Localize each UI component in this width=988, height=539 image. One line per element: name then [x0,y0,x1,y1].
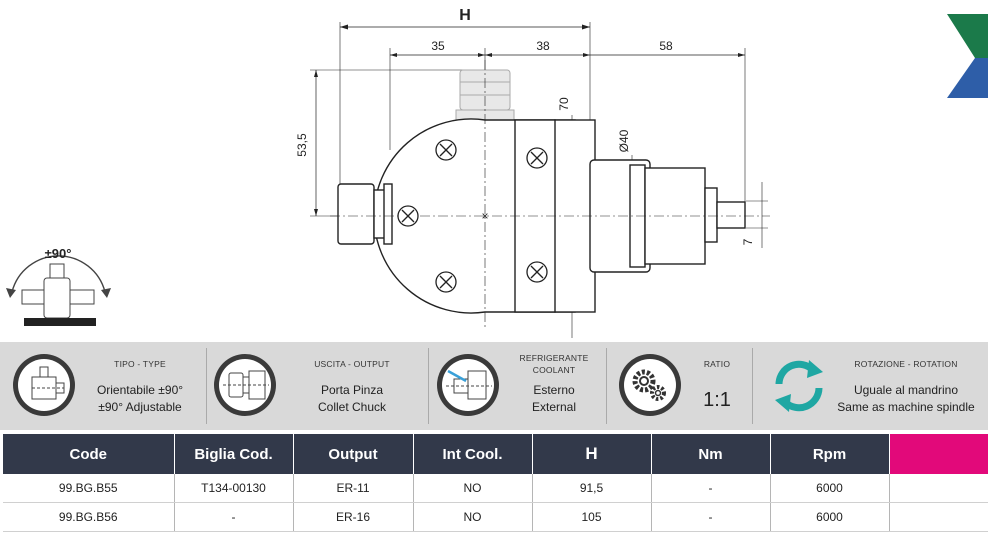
cell-output: ER-11 [293,474,414,503]
feature-coolant-title-2: COOLANT [532,365,576,375]
cell-output: ER-16 [293,502,414,532]
feature-ratio: RATIO 1:1 [607,342,752,430]
technical-drawing: H 35 38 58 53,5 70 Ø40 7 [6,7,988,338]
cell-code: 99.BG.B56 [3,502,175,532]
dimension-row-top: 35 38 58 [389,39,746,210]
feature-output-title: USCITA - OUTPUT [314,359,390,369]
feature-coolant: REFRIGERANTE COOLANT Esterno External [429,342,606,430]
feature-coolant-title-1: REFRIGERANTE [519,353,589,363]
cell-int-cool: NO [413,474,533,503]
rotation-angle-label: ±90° [45,246,72,261]
feature-rotation-value-1: Uguale al mandrino [853,383,959,397]
feature-output-value-2: Collet Chuck [317,400,387,414]
dimension-35-label: 35 [431,39,445,53]
dimension-7-label: 7 [741,238,755,245]
feature-coolant-value-2: External [531,400,577,414]
svg-text:×: × [481,209,488,223]
column-header-nm: Nm [651,434,771,474]
feature-separator [206,348,207,424]
feature-rotation-value-2: Same as machine spindle [837,400,975,414]
cell-biglia-cod: - [174,502,294,532]
rotation-diagram: ±90° [6,246,111,326]
feature-output: USCITA - OUTPUT Porta Pinza Collet Chuck [207,342,428,430]
features-strip: TIPO - TYPE Orientabile ±90° ±90° Adjust… [0,342,988,430]
cell-nm: - [651,474,771,503]
cell-int-cool: NO [413,502,533,532]
top-connector [455,69,515,121]
feature-rotation-title: ROTAZIONE - ROTATION [854,359,958,369]
cell-rpm: 6000 [770,474,890,503]
feature-type-title: TIPO - TYPE [114,359,166,369]
gears-icon [619,354,681,416]
cell-nm: - [651,502,771,532]
table-row: 99.BG.B56 - ER-16 NO 105 - 6000 [3,502,988,532]
dimension-H-label: H [459,7,471,24]
dimension-53-5-label: 53,5 [295,133,309,157]
feature-ratio-title: RATIO [703,359,731,369]
column-header-output: Output [293,434,414,474]
column-header-accent [889,434,988,474]
feature-type-value-1: Orientabile ±90° [96,383,184,397]
dimension-70-label: 70 [557,97,571,111]
feature-ratio-value: 1:1 [703,389,731,411]
dimension-7: 7 [741,182,768,248]
column-header-code: Code [3,434,175,474]
cell-h: 105 [532,502,652,532]
feature-rotation: ROTAZIONE - ROTATION Uguale al mandrino … [753,342,988,430]
cell-biglia-cod: T134-00130 [174,474,294,503]
dimension-53-5: 53,5 [295,69,470,217]
feature-type: TIPO - TYPE Orientabile ±90° ±90° Adjust… [0,342,206,430]
collet-chuck-icon [214,354,276,416]
feature-separator [752,348,753,424]
column-header-biglia-cod: Biglia Cod. [174,434,294,474]
dimension-H: H [339,7,591,190]
dimension-38-label: 38 [536,39,550,53]
column-header-rpm: Rpm [770,434,890,474]
rotation-arrows-icon [775,360,823,412]
cell-rpm: 6000 [770,502,890,532]
feature-type-value-2: ±90° Adjustable [98,400,182,414]
spec-table: Code Biglia Cod. Output Int Cool. H Nm R… [3,434,988,532]
column-header-int-cool: Int Cool. [413,434,533,474]
cell-h: 91,5 [532,474,652,503]
feature-coolant-value-1: Esterno [533,383,575,397]
screws [397,139,548,293]
feature-output-value-1: Porta Pinza [320,383,384,397]
coolant-icon [437,354,499,416]
column-header-h: H [532,434,652,474]
feature-separator [428,348,429,424]
brand-logo [947,14,988,98]
dimension-d40-label: Ø40 [617,129,631,152]
dimension-58-label: 58 [659,39,673,53]
cell-accent [889,474,988,503]
table-header-row: Code Biglia Cod. Output Int Cool. H Nm R… [3,434,988,474]
feature-separator [606,348,607,424]
cell-code: 99.BG.B55 [3,474,175,503]
adjustable-head-icon [13,354,75,416]
cell-accent [889,502,988,532]
table-row: 99.BG.B55 T134-00130 ER-11 NO 91,5 - 600… [3,474,988,503]
